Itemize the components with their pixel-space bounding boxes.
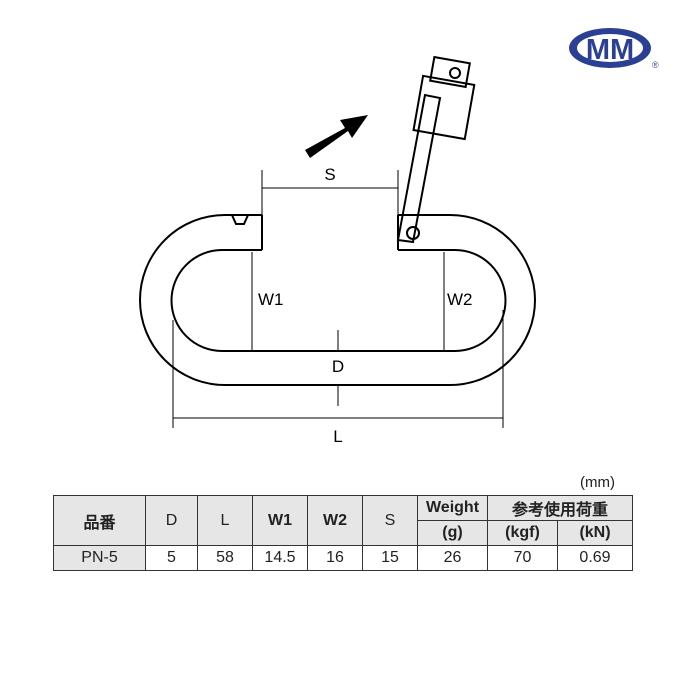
label-s: S [324,165,335,184]
cell-w2: 16 [307,545,363,571]
table-row: PN-5 5 58 14.5 16 15 26 70 0.69 [53,545,633,571]
label-w2: W2 [447,290,473,309]
header-l: L [197,495,253,546]
cell-kgf: 70 [487,545,558,571]
header-kgf: (kgf) [487,520,558,546]
brand-logo: MM [568,27,652,69]
header-w2: W2 [307,495,363,546]
cell-kn: 0.69 [557,545,633,571]
header-kn: (kN) [557,520,633,546]
carabiner-drawing: S W1 W2 D L [139,55,536,446]
label-d: D [332,357,344,376]
cell-weight: 26 [417,545,488,571]
unit-label: (mm) [580,474,615,491]
cell-d: 5 [145,545,198,571]
cell-w1: 14.5 [252,545,308,571]
carabiner-body-inner [170,249,507,352]
gate [396,93,442,244]
header-w1: W1 [252,495,308,546]
carabiner-body-outer [139,214,536,386]
registered-mark: ® [652,60,659,70]
svg-text:MM: MM [586,34,634,66]
header-s: S [362,495,418,546]
label-l: L [333,427,342,446]
spec-table: 品番 D L W1 W2 S Weight 参考使用荷重 (g) (kgf) (… [53,495,633,571]
header-weight-unit: (g) [417,520,488,546]
header-part-no: 品番 [53,495,146,546]
direction-arrow-icon [305,115,368,158]
label-w1: W1 [258,290,284,309]
header-load: 参考使用荷重 [487,495,633,521]
header-weight: Weight [417,495,488,521]
cell-s: 15 [362,545,418,571]
cell-part-no: PN-5 [53,545,146,571]
cell-l: 58 [197,545,253,571]
header-d: D [145,495,198,546]
